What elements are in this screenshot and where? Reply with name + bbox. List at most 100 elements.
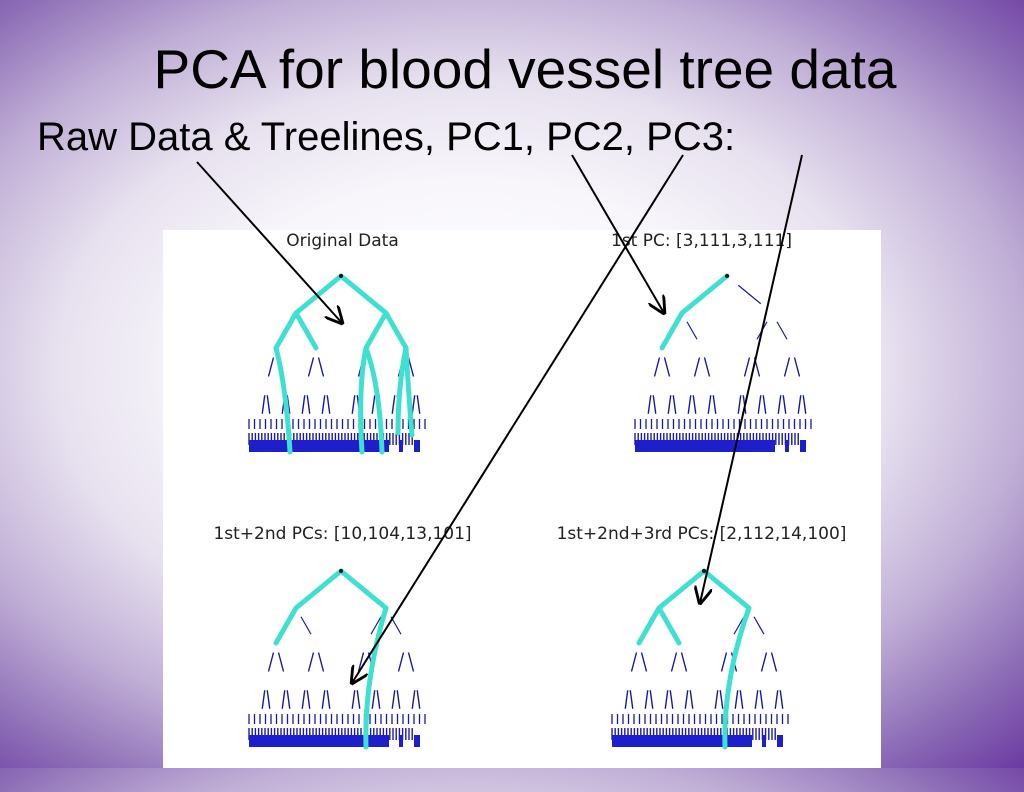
tree-branch <box>680 652 688 672</box>
tree-branch <box>703 357 711 377</box>
tree-branch <box>396 690 401 709</box>
panel-original-data: Original Data <box>163 230 522 499</box>
tree-branch <box>692 395 697 414</box>
tree-branch <box>261 690 266 709</box>
tree-branch <box>397 652 405 672</box>
tree-branch <box>286 690 291 709</box>
slide-title: PCA for blood vessel tree data <box>153 38 897 100</box>
leaf-bar <box>785 440 789 452</box>
tree-branch <box>762 395 767 414</box>
tree-branch <box>267 652 275 672</box>
tree-branch <box>411 395 416 414</box>
tree-branch <box>739 690 744 709</box>
tree-branch <box>317 652 325 672</box>
tree-plot <box>248 568 426 750</box>
tree-branch <box>754 690 759 709</box>
tree-branch <box>307 652 315 672</box>
treeline <box>659 273 730 351</box>
tree-branch <box>317 357 325 377</box>
tree-branch <box>770 652 778 672</box>
slide-subtitle: Raw Data & Treelines, PC1, PC2, PC3: <box>37 115 736 159</box>
leaf-bar <box>249 735 389 747</box>
tree-branch <box>267 357 275 377</box>
tree-branch <box>640 652 648 672</box>
tree-branch <box>300 616 312 635</box>
tree-branch <box>742 395 747 414</box>
leaf-bar <box>777 735 783 747</box>
tree-branch <box>669 690 674 709</box>
tree-branch <box>779 690 784 709</box>
tree-branch <box>351 395 356 414</box>
tree-branch <box>351 690 356 709</box>
tree-branch <box>776 321 788 340</box>
tree-branch <box>667 395 672 414</box>
root-node <box>339 274 343 278</box>
tree-branch <box>321 395 326 414</box>
tree-branch <box>664 690 669 709</box>
tree-branch <box>261 395 266 414</box>
tree-branch <box>306 395 311 414</box>
tree-branch <box>266 395 271 414</box>
treeline <box>403 345 415 438</box>
tree-plot <box>248 273 426 455</box>
tree-branch <box>629 690 634 709</box>
tree-branch <box>407 652 415 672</box>
tree-branch <box>757 395 762 414</box>
leaf-bar <box>635 440 775 452</box>
tree-branch <box>277 652 285 672</box>
panel-pc1: 1st PC: [3,111,3,111] <box>522 230 881 499</box>
tree-branch <box>737 395 742 414</box>
root-node <box>339 569 343 573</box>
tree-branch <box>356 690 361 709</box>
tree-plot <box>611 568 789 750</box>
tree-branch <box>411 690 416 709</box>
tree-branch <box>753 357 761 377</box>
root-node <box>725 274 729 278</box>
tree-branch <box>737 284 762 305</box>
leaf-bar <box>762 735 766 747</box>
tree-branch <box>686 321 698 340</box>
leaf-bar <box>414 440 420 452</box>
tree-branch <box>689 690 694 709</box>
tree-branch <box>753 616 765 635</box>
tree-figure: Original Data 1st PC: [3,111,3,111] 1st+… <box>163 230 881 768</box>
leaf-bar <box>249 440 389 452</box>
leaf-bar <box>399 735 403 747</box>
tree-branch <box>733 616 745 635</box>
treeline <box>273 345 293 455</box>
tree-branch <box>321 690 326 709</box>
tree-branch <box>734 690 739 709</box>
tree-branch <box>707 395 712 414</box>
tree-branch <box>793 357 801 377</box>
tree-plot <box>634 273 812 452</box>
treeline <box>656 605 682 646</box>
tree-branch <box>649 690 654 709</box>
tree-branch <box>266 690 271 709</box>
treeline <box>293 310 319 351</box>
tree-branch <box>670 652 678 672</box>
tree-branch <box>376 690 381 709</box>
tree-branch <box>416 395 421 414</box>
tree-branch <box>760 652 768 672</box>
treeline <box>701 568 752 750</box>
leaf-bar <box>414 735 420 747</box>
tree-branch <box>712 395 717 414</box>
root-node <box>702 569 706 573</box>
tree-branch <box>391 395 396 414</box>
tree-branch <box>326 690 331 709</box>
treeline <box>273 568 344 646</box>
tree-branch <box>301 395 306 414</box>
tree-branch <box>672 395 677 414</box>
tree-branch <box>306 690 311 709</box>
tree-branch <box>687 395 692 414</box>
tree-branch <box>802 395 807 414</box>
tree-branch <box>714 690 719 709</box>
panel-pc1-pc2-pc3: 1st+2nd+3rd PCs: [2,112,14,100] <box>522 523 881 792</box>
tree-branch <box>759 690 764 709</box>
tree-branch <box>647 395 652 414</box>
tree-branch <box>390 616 402 635</box>
tree-branch <box>756 321 768 340</box>
tree-branch <box>326 395 331 414</box>
tree-branch <box>357 652 365 672</box>
panel-pc1-pc2: 1st+2nd PCs: [10,104,13,101] <box>163 523 522 792</box>
